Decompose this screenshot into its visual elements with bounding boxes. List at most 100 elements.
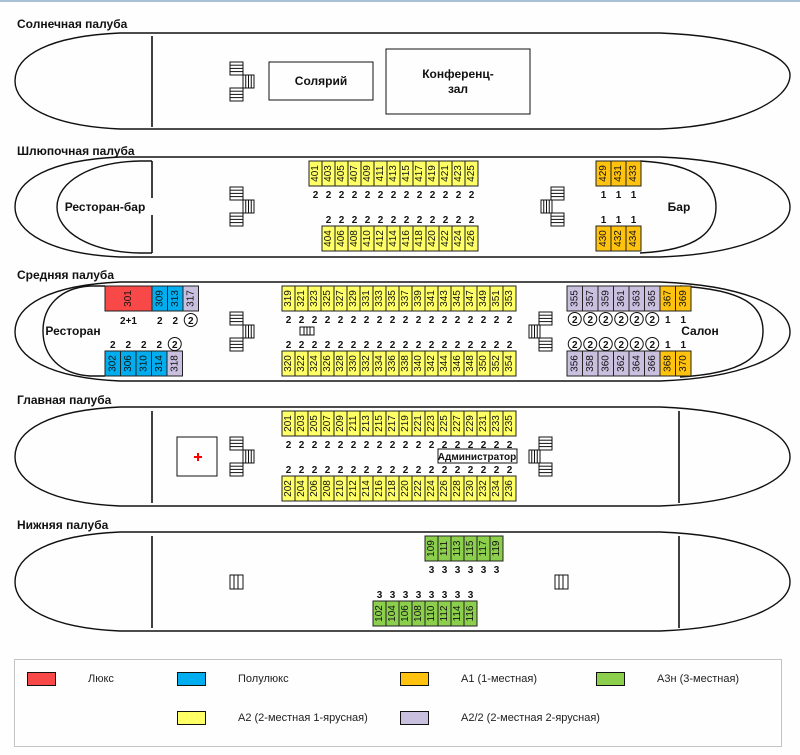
cabin-box[interactable] <box>502 285 517 312</box>
cabin-box[interactable] <box>675 350 692 377</box>
cabin-box[interactable] <box>625 225 642 252</box>
cabin-box[interactable] <box>463 600 478 627</box>
cabin-box[interactable] <box>502 475 517 502</box>
cabin-box[interactable] <box>464 225 479 252</box>
cabin-box[interactable] <box>502 350 517 377</box>
cabin-box[interactable] <box>489 535 504 562</box>
cabin-box[interactable] <box>104 285 153 312</box>
cabin-box[interactable] <box>625 160 642 187</box>
cabin-box[interactable] <box>502 410 517 437</box>
